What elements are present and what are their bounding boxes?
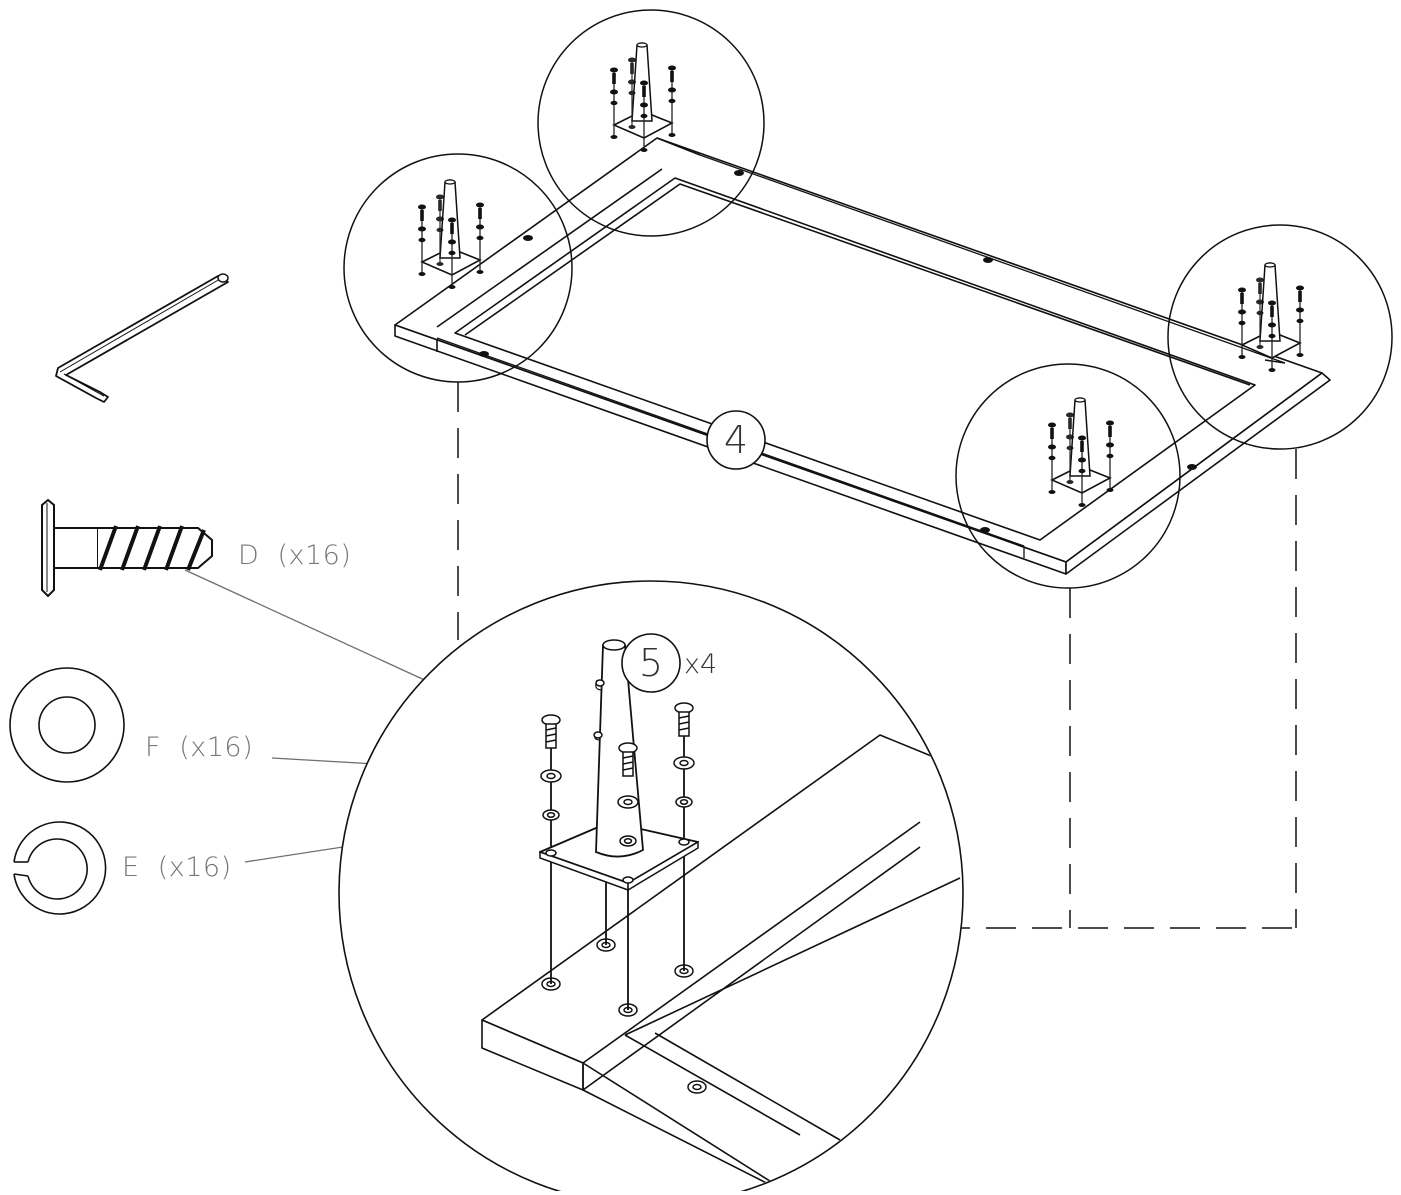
detail-circle-right bbox=[1167, 224, 1393, 450]
bolt-icon bbox=[41, 498, 213, 598]
flat-washer-icon bbox=[9, 667, 125, 783]
detail-circle-top bbox=[537, 9, 765, 237]
hardware-label-e: E (x16) bbox=[122, 852, 232, 883]
hardware-d-qty: (x16) bbox=[277, 540, 352, 571]
detail-circle-bottom bbox=[955, 363, 1181, 589]
part-4-callout bbox=[706, 410, 766, 470]
part-5-callout bbox=[621, 633, 681, 693]
hardware-e-name: E bbox=[122, 852, 140, 883]
leg-part-number: 5 bbox=[638, 641, 664, 685]
allen-key-icon bbox=[55, 273, 229, 403]
hardware-label-f: F (x16) bbox=[145, 732, 253, 763]
frame-part-number: 4 bbox=[723, 418, 749, 462]
hardware-label-d: D (x16) bbox=[238, 540, 351, 571]
hardware-e-qty: (x16) bbox=[157, 852, 232, 883]
table-frame bbox=[394, 137, 1331, 575]
hardware-f-name: F bbox=[145, 732, 162, 763]
leg-quantity: x4 bbox=[684, 649, 718, 680]
spring-washer-icon bbox=[13, 821, 107, 915]
hardware-f-qty: (x16) bbox=[179, 732, 254, 763]
hardware-d-name: D bbox=[238, 540, 260, 571]
